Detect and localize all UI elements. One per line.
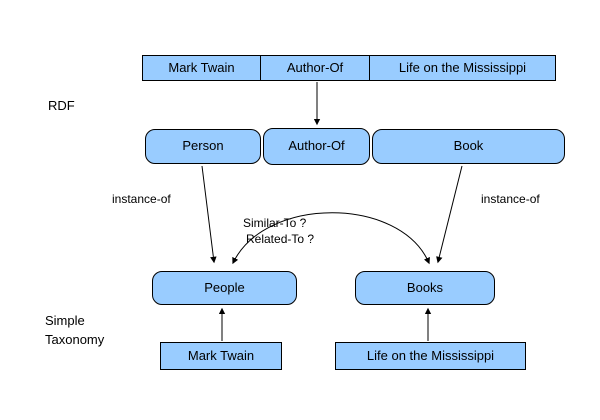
rdf-section-label: RDF xyxy=(48,98,75,113)
taxonomy-section-label-line2: Taxonomy xyxy=(45,332,105,347)
instance-of-right-label: instance-of xyxy=(481,192,540,206)
rdf-statement-subject-box: Mark Twain xyxy=(142,55,261,81)
instance-life-box: Life on the Mississippi xyxy=(335,342,526,370)
arrow-person-to-people xyxy=(201,165,217,264)
taxonomy-section-label-line1: Simple xyxy=(45,313,85,328)
related-to-label: Related-To ? xyxy=(246,232,315,246)
rdf-statement-predicate-box: Author-Of xyxy=(260,55,370,81)
schema-book-box: Book xyxy=(372,129,565,164)
arrow-book-to-books xyxy=(436,165,463,264)
similar-to-label: Similar-To ? xyxy=(243,216,307,230)
instance-of-left-label: instance-of xyxy=(112,192,171,206)
schema-authorof-box: Author-Of xyxy=(263,128,370,165)
taxonomy-people-box: People xyxy=(152,271,297,305)
instance-marktwain-box: Mark Twain xyxy=(160,342,282,370)
schema-person-box: Person xyxy=(145,129,261,164)
rdf-statement-object-box: Life on the Mississippi xyxy=(369,55,556,81)
taxonomy-books-box: Books xyxy=(355,271,495,305)
